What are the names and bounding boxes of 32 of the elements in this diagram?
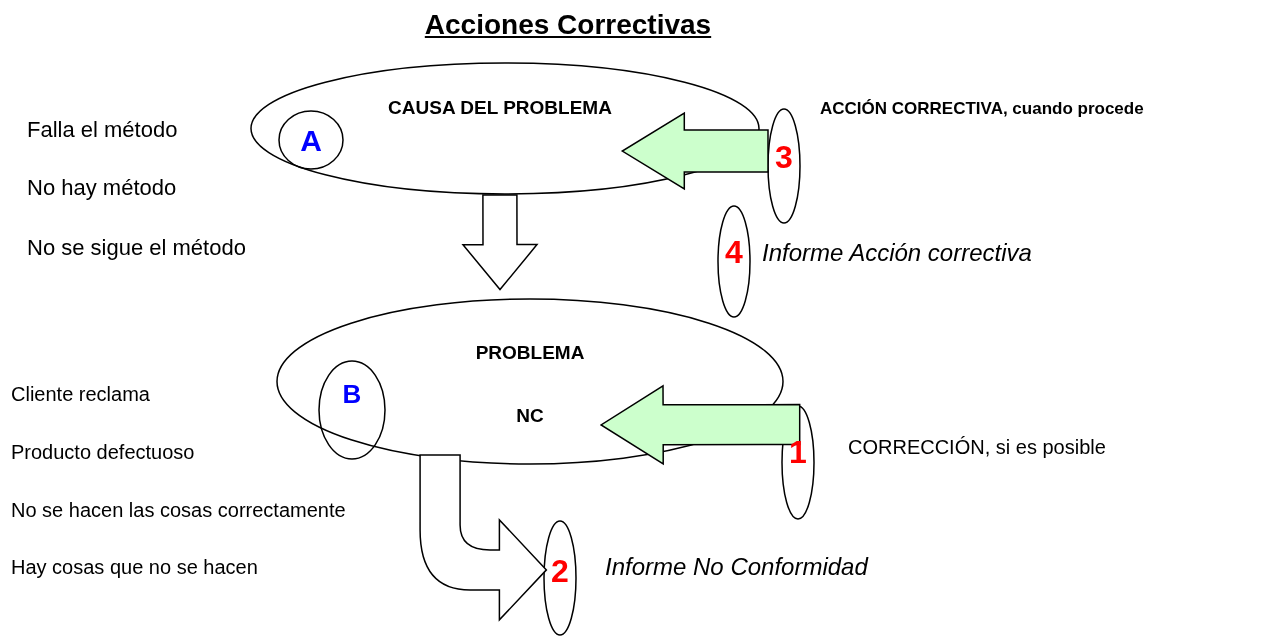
letter-ellipse xyxy=(318,360,386,460)
step-number: 3 xyxy=(775,140,793,176)
step-note: Informe No Conformidad xyxy=(605,554,868,581)
cause-item: No se sigue el método xyxy=(27,236,246,261)
step-number: 1 xyxy=(789,435,807,471)
cause-item: No hay método xyxy=(27,176,177,201)
problem-ellipse xyxy=(276,298,784,465)
block-arrow xyxy=(620,111,769,191)
step-ellipse xyxy=(717,205,751,318)
step-number: 2 xyxy=(551,554,569,590)
step-ellipse xyxy=(543,520,577,636)
step-ellipse xyxy=(767,108,801,224)
cause-item: Falla el método xyxy=(27,118,178,143)
ellipse-subtitle: NC xyxy=(516,405,544,427)
ellipse-letter: B xyxy=(342,379,362,409)
ellipse-title: CAUSA DEL PROBLEMA xyxy=(388,97,612,119)
step-number: 4 xyxy=(725,235,743,271)
step-note: CORRECCIÓN, si es posible xyxy=(848,436,1106,458)
block-arrow xyxy=(419,454,548,621)
step-note: Informe Acción correctiva xyxy=(762,240,1032,267)
circle-letter: A xyxy=(300,123,322,157)
block-arrow xyxy=(461,194,539,291)
step-note: ACCIÓN CORRECTIVA, cuando procede xyxy=(820,100,1144,119)
cause-ellipse xyxy=(250,62,760,195)
cause-item: Producto defectuoso xyxy=(11,441,195,463)
block-arrow xyxy=(599,384,801,466)
cause-item: Hay cosas que no se hacen xyxy=(11,556,258,578)
cause-item: No se hacen las cosas correctamente xyxy=(11,499,346,521)
letter-circle xyxy=(278,110,344,170)
diagram-title: Acciones Correctivas xyxy=(423,10,713,41)
ellipse-title: PROBLEMA xyxy=(475,342,585,364)
cause-item: Cliente reclama xyxy=(11,383,150,405)
